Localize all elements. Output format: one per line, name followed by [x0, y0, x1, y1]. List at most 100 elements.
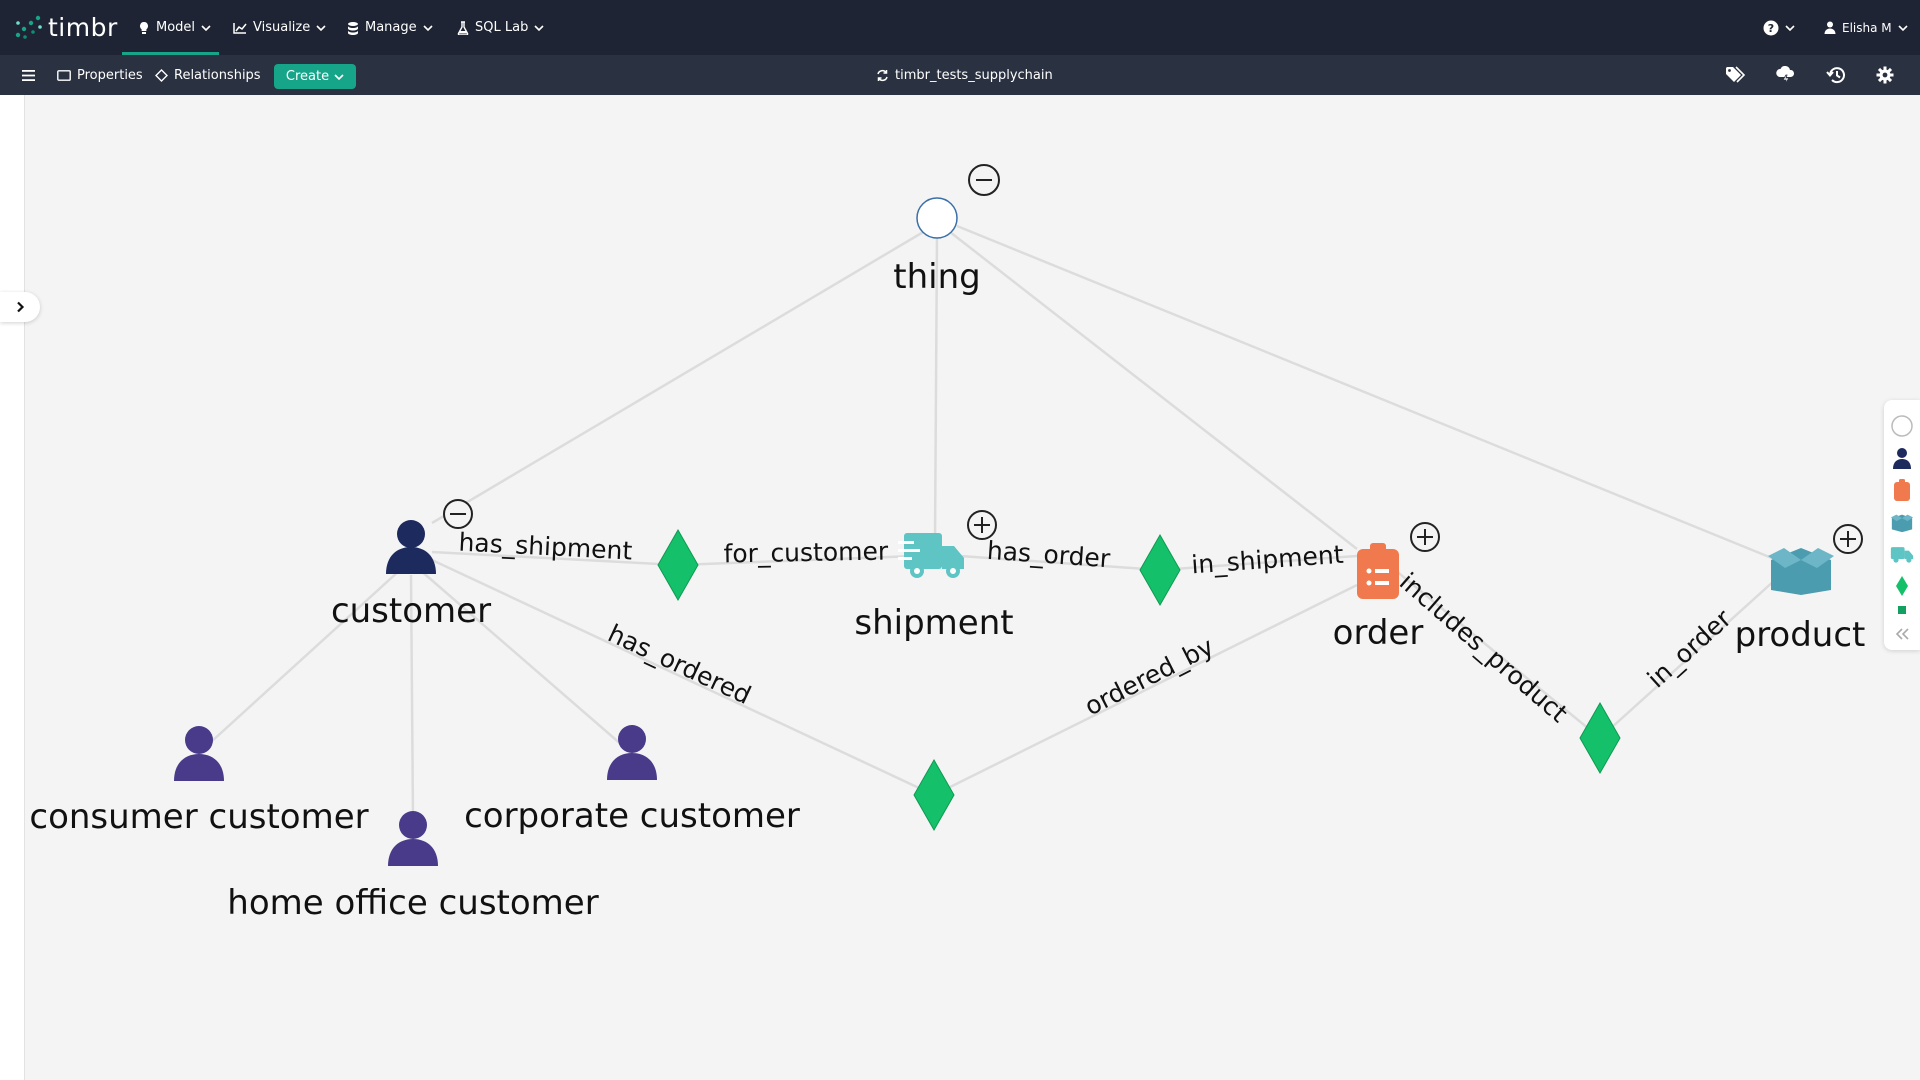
- user-icon: [1824, 21, 1836, 34]
- person-icon: [1893, 448, 1911, 469]
- person-icon: [607, 725, 657, 780]
- cloud-lightning-button[interactable]: [1775, 55, 1797, 95]
- node-order[interactable]: order: [1333, 522, 1440, 653]
- tags-button[interactable]: [1725, 55, 1747, 95]
- square-outline-icon: [57, 69, 71, 81]
- legend-relationship[interactable]: [1890, 574, 1914, 598]
- node-type-legend: [1884, 400, 1920, 650]
- double-chevron-left-icon: [1895, 628, 1909, 640]
- legend-product[interactable]: [1890, 510, 1914, 534]
- help-icon: ?: [1763, 20, 1779, 35]
- node-label-order: order: [1333, 613, 1424, 653]
- node-home-office-customer[interactable]: home office customer: [227, 811, 599, 923]
- menu-sql-lab[interactable]: SQL Lab: [457, 0, 544, 55]
- chevron-down-icon: [201, 24, 211, 31]
- person-icon: [388, 811, 438, 866]
- bulb-icon: [140, 21, 148, 34]
- expand-panel-button[interactable]: [0, 292, 40, 322]
- node-product[interactable]: product: [1735, 524, 1866, 655]
- expand-product-button[interactable]: [1833, 524, 1863, 554]
- collapse-thing-button[interactable]: [968, 164, 1000, 196]
- relationship-diamond-ordered[interactable]: [913, 758, 955, 832]
- node-label-thing: thing: [893, 257, 980, 297]
- history-button[interactable]: [1826, 55, 1846, 95]
- legend-square[interactable]: [1890, 598, 1914, 622]
- diamond-icon: [1896, 576, 1908, 596]
- edge-label-has-shipment: has_shipment: [458, 527, 633, 565]
- node-label-shipment: shipment: [854, 603, 1013, 643]
- box-icon: [1768, 548, 1834, 595]
- gear-icon: [1876, 66, 1894, 84]
- diamond-outline-icon: [155, 68, 168, 82]
- edge-customer-has-ordered: [431, 558, 935, 797]
- chevron-down-icon: [423, 24, 433, 31]
- relationship-diamond-product[interactable]: [1579, 701, 1621, 775]
- timbr-logo[interactable]: timbr: [14, 10, 118, 44]
- legend-order[interactable]: [1890, 478, 1914, 502]
- node-consumer-customer[interactable]: consumer customer: [29, 726, 369, 837]
- menu-visualize[interactable]: Visualize: [233, 0, 326, 55]
- truck-icon: [898, 533, 964, 578]
- svg-text:?: ?: [1768, 22, 1774, 35]
- node-shipment[interactable]: shipment: [854, 510, 1014, 643]
- collapse-legend-button[interactable]: [1890, 622, 1914, 646]
- menu-model[interactable]: Model: [122, 0, 219, 55]
- menu-manage-label: Manage: [365, 20, 417, 35]
- graph-edges: [199, 224, 1785, 819]
- ontology-name: timbr_tests_supplychain: [895, 67, 1053, 83]
- properties-label: Properties: [77, 67, 143, 83]
- database-icon: [348, 21, 358, 35]
- chevron-down-icon: [1785, 24, 1795, 31]
- edge-thing-shipment: [933, 235, 939, 541]
- properties-button[interactable]: Properties: [57, 55, 143, 95]
- node-label-consumer-customer: consumer customer: [29, 797, 368, 837]
- chevron-down-icon: [316, 24, 326, 31]
- edge-thing-product: [956, 224, 1785, 565]
- user-name: Elisha M: [1842, 20, 1892, 35]
- ontology-selector[interactable]: timbr_tests_supplychain: [876, 55, 1053, 95]
- edge-label-ordered-by: ordered_by: [1080, 632, 1219, 722]
- help-menu[interactable]: ?: [1763, 0, 1795, 55]
- square-icon: [1898, 606, 1906, 614]
- history-icon: [1826, 67, 1845, 84]
- settings-button[interactable]: [1876, 55, 1894, 95]
- expand-order-button[interactable]: [1410, 522, 1440, 552]
- edge-shipment-has-order: [959, 554, 1161, 572]
- ontology-graph[interactable]: thing customer shipment: [0, 95, 1920, 1080]
- user-menu[interactable]: Elisha M: [1824, 0, 1908, 55]
- legend-thing[interactable]: [1890, 414, 1914, 438]
- node-corporate-customer[interactable]: corporate customer: [464, 725, 800, 836]
- logo-dots-icon: [15, 15, 42, 39]
- edge-labels: has_shipment for_customer has_order in_s…: [458, 527, 1738, 728]
- expand-shipment-button[interactable]: [967, 510, 997, 540]
- node-label-product: product: [1735, 615, 1866, 655]
- node-label-corporate-customer: corporate customer: [464, 796, 800, 836]
- chart-icon: [233, 22, 247, 34]
- create-button[interactable]: Create: [274, 64, 356, 89]
- relationships-button[interactable]: Relationships: [155, 55, 261, 95]
- relationship-diamond-order[interactable]: [1139, 533, 1181, 607]
- relationship-nodes[interactable]: [657, 528, 1621, 832]
- edge-label-has-ordered: has_ordered: [604, 619, 756, 710]
- edge-label-for-customer: for_customer: [723, 537, 889, 569]
- flask-icon: [457, 20, 469, 35]
- collapse-customer-button[interactable]: [443, 499, 473, 529]
- box-icon: [1890, 514, 1914, 533]
- edge-label-in-shipment: in_shipment: [1190, 540, 1344, 580]
- edge-customer-corporate: [419, 569, 631, 753]
- chevron-down-icon: [334, 73, 344, 80]
- clipboard-icon: [1894, 479, 1910, 501]
- legend-shipment[interactable]: [1890, 542, 1914, 566]
- legend-customer[interactable]: [1890, 446, 1914, 470]
- edge-customer-consumer: [199, 569, 401, 753]
- relationship-diamond-shipment[interactable]: [657, 528, 699, 602]
- menu-visualize-label: Visualize: [253, 20, 311, 35]
- cloud-lightning-icon: [1776, 66, 1794, 84]
- edge-ordered-by-order: [933, 583, 1358, 797]
- node-customer[interactable]: customer: [331, 499, 491, 631]
- edge-in-shipment-order: [1159, 554, 1358, 572]
- hamburger-button[interactable]: [22, 55, 35, 95]
- menu-sql-lab-label: SQL Lab: [475, 20, 529, 35]
- node-thing[interactable]: thing: [893, 164, 1000, 297]
- menu-manage[interactable]: Manage: [347, 0, 433, 55]
